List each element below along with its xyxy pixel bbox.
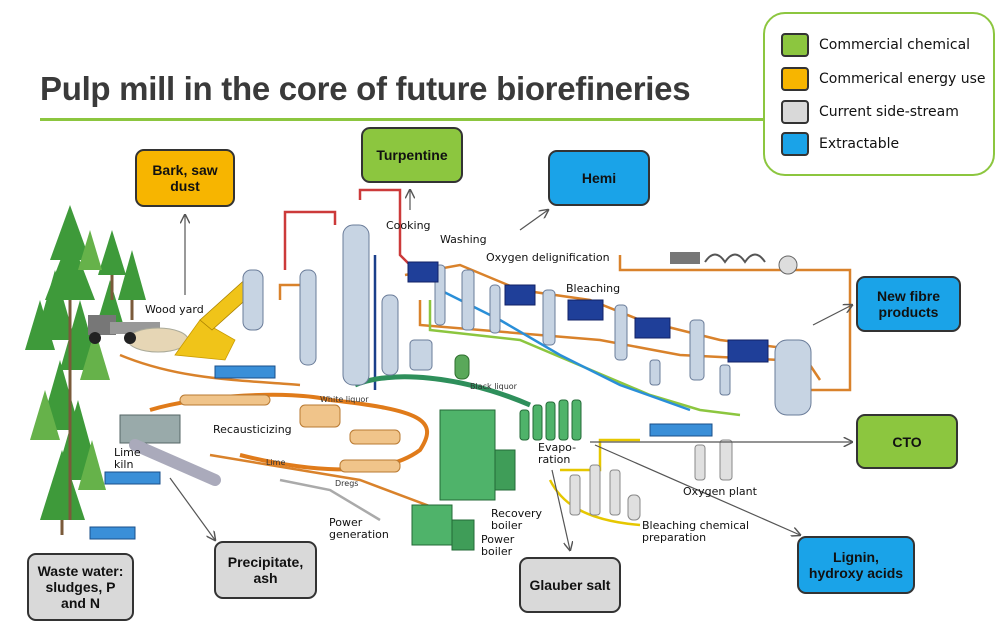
forest-trees: [25, 205, 146, 535]
label-lime-kiln: Lime kiln: [114, 446, 141, 471]
title-underline: [40, 118, 780, 121]
label-oxygen-plant: Oxygen plant: [683, 485, 757, 498]
legend: Commercial chemical Commerical energy us…: [763, 12, 995, 176]
label-recovery-boiler: Recovery boiler: [491, 507, 543, 532]
product-waste-water: Waste water: sludges, P and N: [27, 553, 134, 621]
label-cooking: Cooking: [386, 219, 431, 232]
recovery-boiler: [411, 409, 516, 551]
legend-swatch-extractable: [781, 132, 809, 156]
legend-swatch-side-stream: [781, 100, 809, 124]
legend-item: Commercial chemical: [781, 32, 970, 58]
label-washing: Washing: [440, 233, 487, 246]
digester: [299, 224, 470, 386]
product-precipitate-ash: Precipitate, ash: [214, 541, 317, 599]
label-black-liquor: Black liquor: [470, 382, 517, 391]
label-evaporation: Evapo- ration: [538, 441, 577, 466]
log-truck: [88, 315, 189, 353]
evaporators: [519, 399, 582, 441]
recausticizing: [119, 394, 401, 486]
label-lime: Lime: [266, 458, 286, 467]
legend-label: Current side-stream: [819, 104, 959, 120]
product-new-fibre: New fibre products: [856, 276, 961, 332]
legend-label: Commerical energy use: [819, 71, 986, 87]
legend-swatch-commercial-chemical: [781, 33, 809, 57]
paper-machine: [670, 252, 798, 275]
label-power-boiler: Power boiler: [481, 533, 515, 558]
legend-label: Commercial chemical: [819, 37, 971, 53]
product-lignin: Lignin, hydroxy acids: [797, 536, 915, 594]
legend-item: Current side-stream: [781, 99, 959, 125]
label-power-generation: Power generation: [329, 516, 389, 541]
label-bleaching-chemical-preparation: Bleaching chemical preparation: [642, 519, 750, 544]
chip-pile: [174, 269, 264, 361]
label-wood-yard: Wood yard: [145, 303, 204, 316]
label-oxygen-delignification: Oxygen delignification: [486, 251, 610, 264]
legend-swatch-energy-use: [781, 67, 809, 91]
legend-item: Extractable: [781, 131, 899, 157]
product-cto: CTO: [856, 414, 958, 469]
product-glauber-salt: Glauber salt: [519, 557, 621, 613]
product-hemi: Hemi: [548, 150, 650, 206]
page-title: Pulp mill in the core of future biorefin…: [40, 70, 691, 107]
label-recausticizing: Recausticizing: [213, 423, 292, 436]
legend-item: Commerical energy use: [781, 66, 986, 92]
product-bark-saw-dust: Bark, saw dust: [135, 149, 235, 207]
label-bleaching: Bleaching: [566, 282, 621, 295]
label-dregs: Dregs: [335, 479, 359, 488]
product-turpentine: Turpentine: [361, 127, 463, 183]
label-white-liquor: White liquor: [320, 395, 369, 404]
legend-label: Extractable: [819, 136, 900, 152]
